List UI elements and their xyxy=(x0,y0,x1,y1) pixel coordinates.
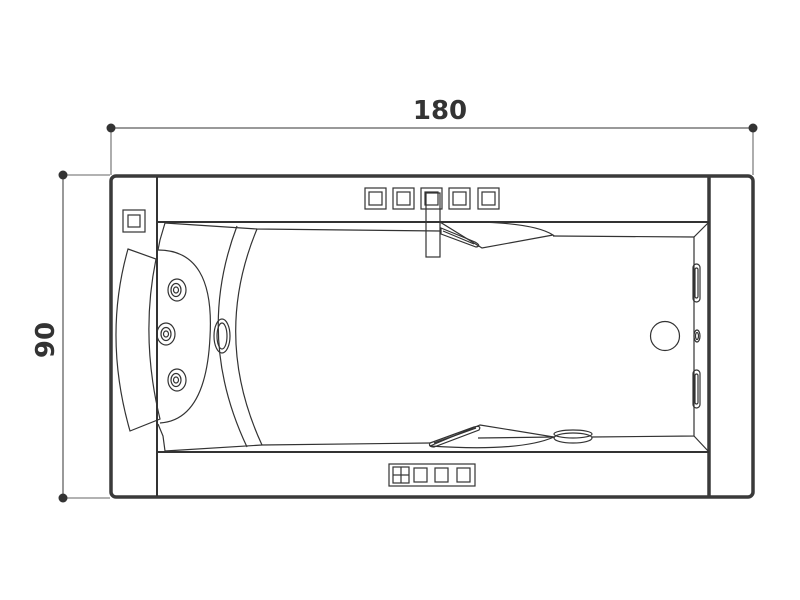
pillow xyxy=(115,248,161,432)
height-dimension-dot-top xyxy=(58,170,68,180)
width-dimension: 180 xyxy=(106,96,758,175)
width-dimension-dot-right xyxy=(748,123,758,133)
top-control-buttons xyxy=(364,187,500,210)
control-button-icon xyxy=(477,187,500,210)
panel-button-icon xyxy=(434,467,449,483)
tub-outer-frame xyxy=(109,174,755,499)
height-dimension-dot-bottom xyxy=(58,493,68,503)
width-dimension-dot-left xyxy=(106,123,116,133)
foot-jet-icon xyxy=(692,263,701,303)
bottom-control-panel xyxy=(388,463,476,487)
top-grab-handle xyxy=(437,221,555,249)
jet-icon xyxy=(156,322,176,346)
drain-icon xyxy=(649,320,681,352)
width-dimension-label: 180 xyxy=(413,96,467,126)
panel-button-icon xyxy=(456,467,471,483)
control-button-icon xyxy=(364,187,387,210)
side-jet-icon xyxy=(213,318,231,354)
headrest-jets xyxy=(156,278,187,392)
foot-jet-icon xyxy=(693,329,701,343)
jet-icon xyxy=(167,278,187,302)
faucet-spout xyxy=(425,192,441,258)
bottom-grab-handle xyxy=(428,424,557,449)
backrest-outer-arc xyxy=(217,225,248,448)
foot-jet-icon xyxy=(692,369,701,409)
deck-control-square-icon xyxy=(122,209,146,233)
height-dimension-label: 90 xyxy=(31,322,61,358)
control-button-icon xyxy=(392,187,415,210)
control-button-icon xyxy=(448,187,471,210)
jet-icon xyxy=(167,368,187,392)
headrest-jet-panel xyxy=(157,249,212,424)
overflow-cap-icon xyxy=(553,429,593,444)
height-dimension: 90 xyxy=(31,170,110,503)
control-button-icon xyxy=(420,187,443,210)
panel-button-icon xyxy=(413,467,428,483)
keypad-grid-icon xyxy=(392,466,410,484)
backrest-inner-arc xyxy=(235,228,263,446)
